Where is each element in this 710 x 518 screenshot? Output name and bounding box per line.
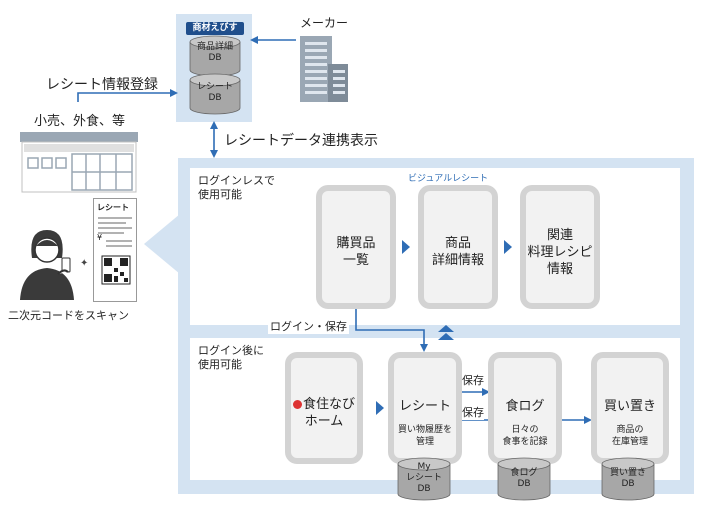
receipt-lines — [98, 217, 132, 285]
foodlog-label: 食ログ — [505, 399, 545, 414]
recipe-info-label: 関連 料理レシピ 情報 — [527, 228, 593, 277]
receipt-db-icon — [189, 73, 241, 115]
recipe-info-screen[interactable]: 関連 料理レシピ 情報 — [520, 185, 600, 309]
login-save-label: ログイン・保存 — [268, 318, 349, 334]
foodlog-sub-label: 日々の 食事を記録 — [502, 425, 548, 447]
maker-label: メーカー — [300, 16, 349, 30]
receipt-header: レシート — [97, 203, 129, 212]
receipt-label: レシート — [398, 399, 451, 414]
retail-label: 小売、外食、等 — [34, 114, 126, 129]
my-receipt-db-label: My レシート DB — [405, 462, 442, 494]
product-db-label: 商品詳細 DB — [196, 42, 233, 63]
home-screen[interactable]: 食住なび ホーム — [285, 352, 363, 464]
callout-pointer — [144, 214, 180, 274]
db-brand-title: 商材えびす — [186, 22, 244, 35]
my-receipt-db-icon — [397, 457, 451, 501]
foodlog-db-label: 食ログ DB — [510, 468, 538, 489]
yen-symbol: ¥ — [97, 233, 103, 242]
purchase-list-screen[interactable]: 購買品 一覧 — [316, 185, 396, 309]
store-icon — [20, 132, 138, 193]
visual-receipt-heading: ビジュアルレシート — [408, 174, 489, 184]
stock-sub-label: 商品の 在庫管理 — [611, 425, 648, 447]
scan-label: 二次元コードをスキャン — [8, 309, 129, 322]
arrow-right-icon — [402, 240, 410, 254]
save-label-1: 保存 — [462, 374, 484, 387]
receipt-paper — [93, 198, 137, 302]
receipt-sub-label: 買い物履歴を 管理 — [397, 425, 452, 447]
product-detail-screen[interactable]: 商品 詳細情報 — [418, 185, 498, 309]
home-label: 食住なび ホーム — [291, 396, 357, 430]
sparkle-icon: ✦ — [80, 258, 89, 269]
register-label: レシート情報登録 — [46, 77, 158, 93]
product-db-icon — [189, 35, 241, 77]
arrow-right-icon — [504, 240, 512, 254]
stock-screen[interactable]: 買い置き 商品の 在庫管理 — [591, 352, 669, 464]
qr-code-icon — [101, 255, 131, 285]
stock-db-icon — [601, 457, 655, 501]
save-label-2: 保存 — [462, 404, 484, 420]
link-label: レシートデータ連携表示 — [224, 133, 378, 149]
person-icon — [20, 230, 74, 300]
receipt-db-label: レシート DB — [196, 82, 233, 103]
brand-logo-icon — [292, 400, 302, 409]
foodlog-db-icon — [497, 457, 551, 501]
stock-label: 買い置き — [603, 399, 656, 414]
db-cylinders — [189, 35, 241, 115]
stock-db-label: 買い置き DB — [609, 468, 646, 489]
purchase-list-label: 購買品 一覧 — [336, 236, 376, 268]
loginless-title: ログインレスで 使用可能 — [198, 174, 275, 201]
building-icon — [300, 36, 348, 102]
login-title: ログイン後に 使用可能 — [198, 344, 264, 371]
receipt-screen[interactable]: レシート 買い物履歴を 管理 — [388, 352, 462, 464]
product-detail-label: 商品 詳細情報 — [431, 236, 484, 268]
